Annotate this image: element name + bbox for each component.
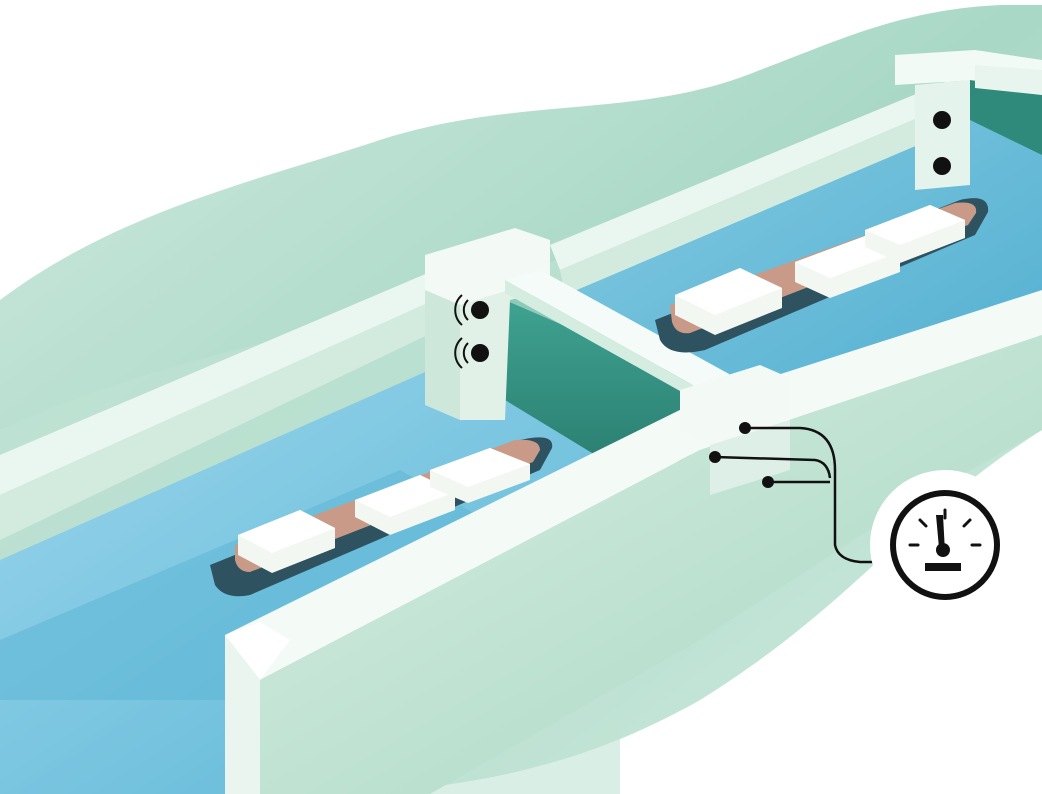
sensor-dot-icon [933,157,951,175]
sensor-dot-icon [471,344,489,362]
wireless-signal-icon [454,337,469,369]
upper-lock-gate [895,50,1042,190]
gauge-needle [936,515,950,557]
wired-sensors [709,422,774,488]
wireless-signal-icon [454,294,469,326]
upper-tower-sensors [933,111,951,175]
pressure-gauge-icon [870,470,1020,620]
wireless-sensor-top [454,294,489,326]
lock-bridge-beam [505,270,740,405]
wired-sensor-cables [714,426,880,564]
sensor-dot-icon [739,422,751,434]
ship-front [210,437,553,597]
ship-back [655,198,989,353]
far-canal-wall [0,80,965,540]
sensor-dot-icon [471,301,489,319]
ship-front-containers [238,448,530,573]
sensor-dot-icon [762,476,774,488]
sensor-dot-icon [933,111,951,129]
front-canal-wall [225,290,1042,794]
wireless-sensor-bottom [454,337,489,369]
ship-back-containers [675,205,965,335]
sensor-dot-icon [709,451,721,463]
